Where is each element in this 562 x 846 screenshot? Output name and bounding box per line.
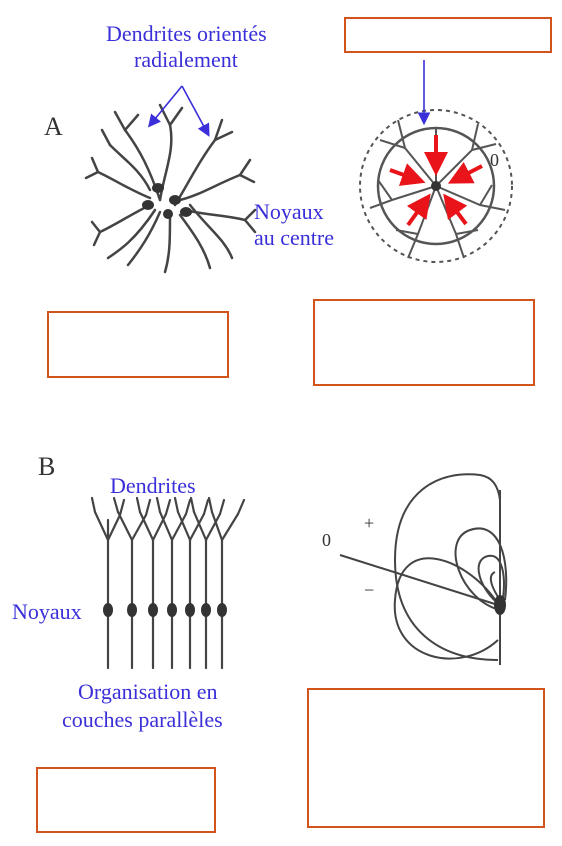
- open-field-nucleus: [494, 595, 506, 615]
- open-field-schematic: [339, 473, 508, 665]
- answer-box-b-left[interactable]: [36, 767, 216, 833]
- answer-box-top-right[interactable]: [344, 17, 552, 53]
- answer-box-b-right[interactable]: [307, 688, 545, 828]
- nuclei-center-label-line2: au centre: [254, 225, 334, 250]
- plus-sign: +: [364, 513, 375, 533]
- closed-field-schematic: [359, 109, 513, 263]
- answer-box-a-right[interactable]: [313, 299, 535, 386]
- radial-neuron-cluster: [84, 103, 257, 274]
- nuclei-center-label-line1: Noyaux: [254, 199, 324, 224]
- red-inward-arrows: [389, 135, 483, 227]
- panel-label-b: B: [38, 452, 56, 481]
- minus-sign: −: [364, 580, 375, 600]
- dendrites-radial-label-line2: radialement: [134, 47, 238, 72]
- panel-label-a: A: [44, 112, 63, 141]
- parallel-nuclei: [103, 603, 227, 617]
- label-arrow-right: [181, 85, 210, 137]
- cluster-nuclei: [142, 183, 192, 219]
- label-arrow-left: [147, 85, 183, 128]
- field-zero-marker-b: 0: [322, 530, 331, 550]
- parallel-neurons: [90, 496, 246, 670]
- parallel-layers-label-line2: couches parallèles: [62, 707, 223, 732]
- nuclei-label: Noyaux: [12, 599, 82, 624]
- field-zero-marker-a: 0: [490, 150, 499, 170]
- dendrites-label: Dendrites: [110, 473, 196, 498]
- answer-box-a-left[interactable]: [47, 311, 229, 378]
- dendrites-radial-label-line1: Dendrites orientés: [106, 21, 267, 46]
- parallel-layers-label-line1: Organisation en: [78, 679, 218, 704]
